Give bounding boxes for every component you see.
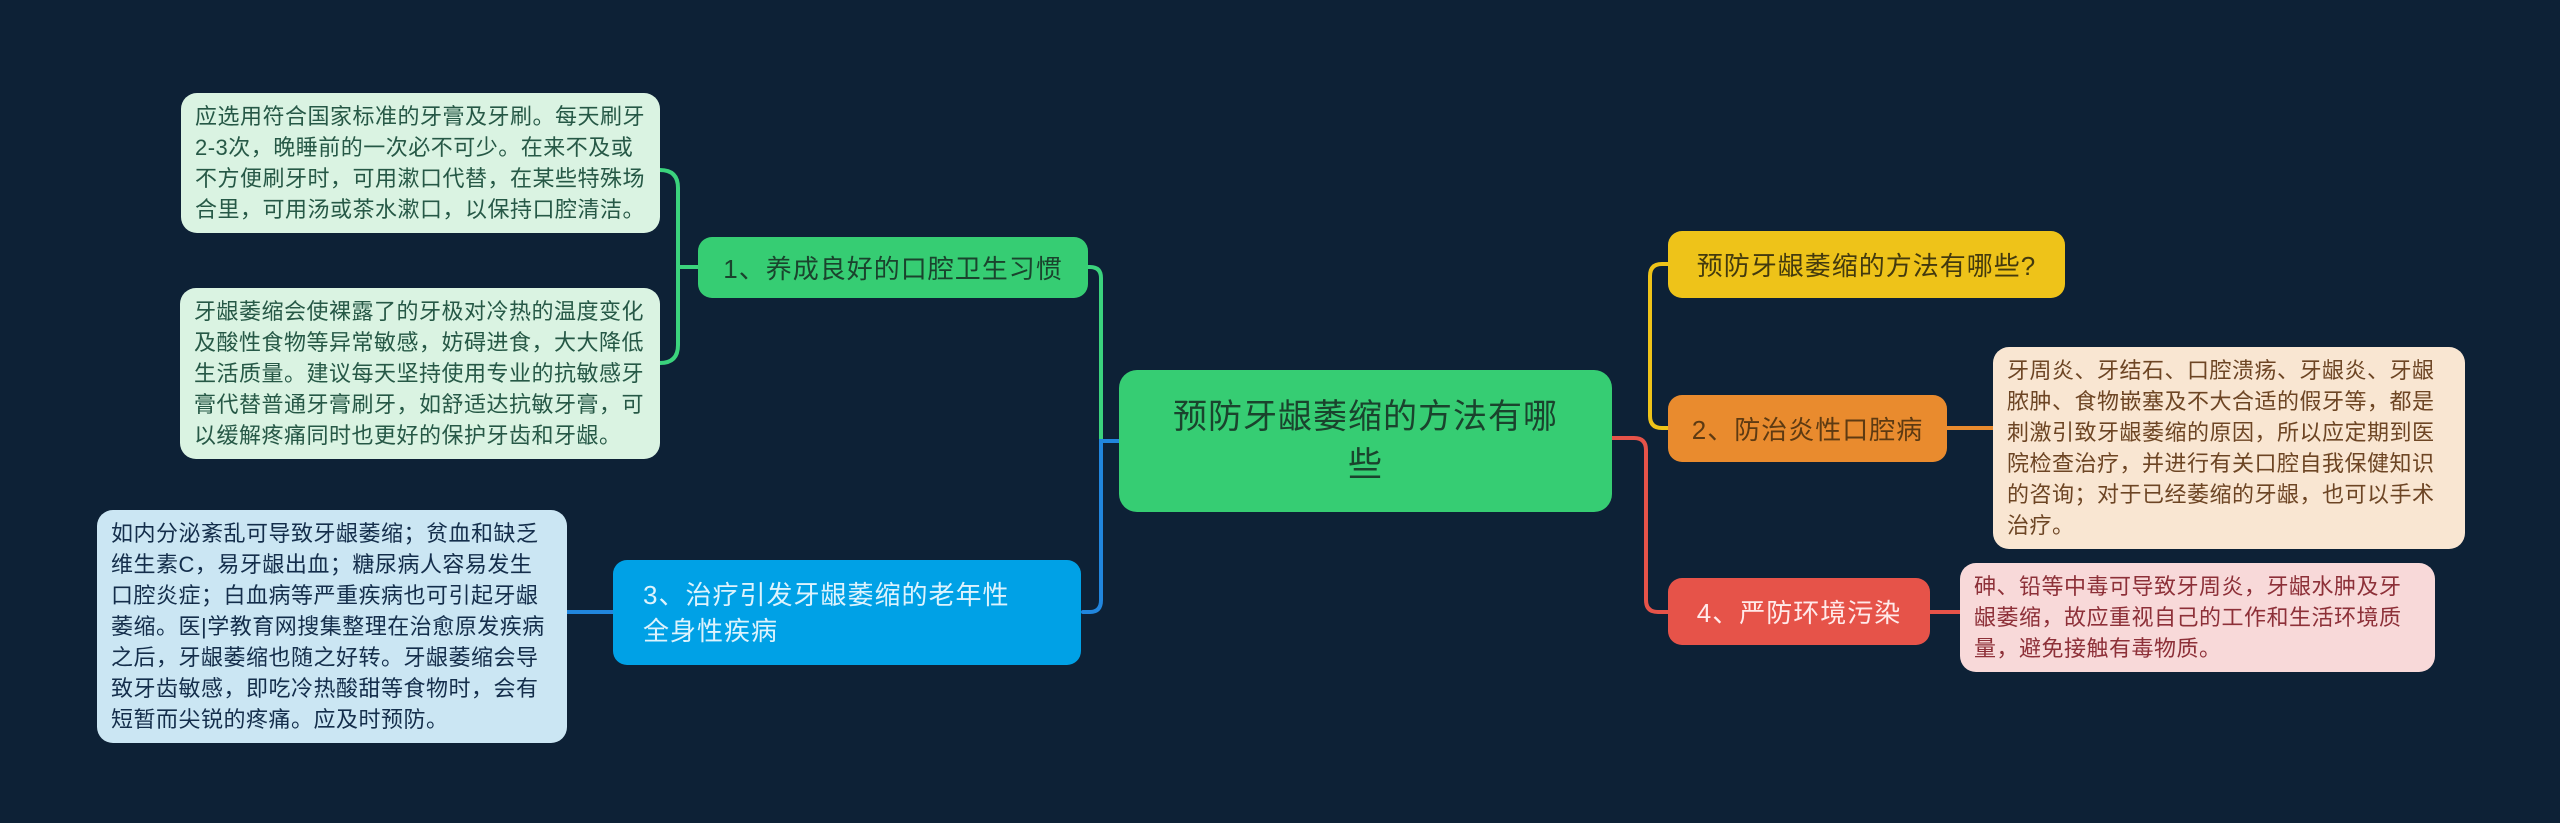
branch2-note[interactable]: 牙周炎、牙结石、口腔溃疡、牙龈炎、牙龈脓肿、食物嵌塞及不大合适的假牙等，都是刺激…	[1993, 347, 2465, 549]
branch2-label: 2、防治炎性口腔病	[1691, 415, 1924, 445]
branch4-label: 4、严防环境污染	[1696, 598, 1902, 628]
branch1-note2[interactable]: 牙龈萎缩会使裸露了的牙极对冷热的温度变化及酸性食物等异常敏感，妨碍进食，大大降低…	[180, 288, 660, 459]
branch4-note[interactable]: 砷、铅等中毒可导致牙周炎，牙龈水肿及牙龈萎缩，故应重视自己的工作和生活环境质量，…	[1960, 563, 2435, 672]
branch1-note1-text: 应选用符合国家标准的牙膏及牙刷。每天刷牙2-3次，晚睡前的一次必不可少。在来不及…	[195, 104, 646, 222]
branch1-note1[interactable]: 应选用符合国家标准的牙膏及牙刷。每天刷牙2-3次，晚睡前的一次必不可少。在来不及…	[181, 93, 660, 233]
branch3-note-text: 如内分泌紊乱可导致牙龈萎缩；贫血和缺乏维生素C，易牙龈出血；糖尿病人容易发生口腔…	[111, 521, 545, 732]
branch4-node[interactable]: 4、严防环境污染	[1668, 578, 1930, 645]
root-topic-node[interactable]: 预防牙龈萎缩的方法有哪些	[1119, 370, 1612, 512]
branch3-connector	[563, 439, 1122, 614]
question-topic-node[interactable]: 预防牙龈萎缩的方法有哪些?	[1668, 231, 2065, 298]
branch1-node[interactable]: 1、养成良好的口腔卫生习惯	[698, 237, 1088, 298]
branch1-connector	[1084, 265, 1103, 443]
branch4-connector	[1610, 436, 1672, 614]
branch2-note-text: 牙周炎、牙结石、口腔溃疡、牙龈炎、牙龈脓肿、食物嵌塞及不大合适的假牙等，都是刺激…	[2007, 358, 2435, 538]
branch3-label: 3、治疗引发牙龈萎缩的老年性全身性疾病	[643, 579, 1010, 646]
branch3-note[interactable]: 如内分泌紊乱可导致牙龈萎缩；贫血和缺乏维生素C，易牙龈出血；糖尿病人容易发生口腔…	[97, 510, 567, 743]
branch3-node[interactable]: 3、治疗引发牙龈萎缩的老年性全身性疾病	[613, 560, 1081, 665]
branch1-note2-text: 牙龈萎缩会使裸露了的牙极对冷热的温度变化及酸性食物等异常敏感，妨碍进食，大大降低…	[194, 299, 645, 448]
branch1-notes-connector	[658, 168, 702, 365]
question-connector	[1648, 262, 1672, 430]
question-label: 预防牙龈萎缩的方法有哪些?	[1696, 251, 2037, 281]
root-topic-title: 预防牙龈萎缩的方法有哪些	[1173, 398, 1558, 484]
branch2-node[interactable]: 2、防治炎性口腔病	[1668, 395, 1947, 462]
branch1-label: 1、养成良好的口腔卫生习惯	[723, 254, 1063, 284]
branch4-note-text: 砷、铅等中毒可导致牙周炎，牙龈水肿及牙龈萎缩，故应重视自己的工作和生活环境质量，…	[1974, 574, 2402, 661]
